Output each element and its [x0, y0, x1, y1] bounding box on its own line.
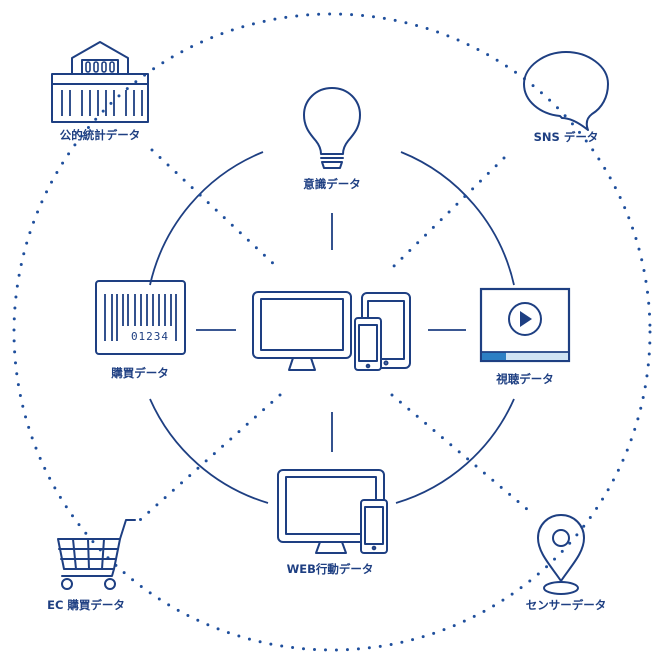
speech-bubble-icon: [523, 51, 609, 131]
sensor-label: センサーデータ: [526, 598, 607, 612]
shichou-node: 視聴データ: [479, 287, 571, 386]
barcode-digits: 01234: [131, 330, 169, 343]
sns-node: SNS データ: [523, 51, 609, 144]
koteki-label: 公的統計データ: [60, 128, 141, 142]
lightbulb-icon: [303, 87, 361, 169]
ec-node: EC 購買データ: [47, 519, 136, 612]
monitor-phone-icon: [277, 469, 388, 554]
government-building-icon: [51, 41, 149, 123]
shopping-cart-icon: [57, 519, 136, 590]
koteki-node: 公的統計データ: [51, 41, 149, 142]
web-label: WEB行動データ: [287, 562, 374, 576]
inner-ring: [149, 151, 515, 504]
kounyu-label: 購買データ: [110, 366, 169, 380]
web-node: WEB行動データ: [277, 469, 388, 576]
barcode-icon: 01234: [95, 280, 186, 355]
map-pin-icon: [537, 514, 585, 595]
ec-label: EC 購買データ: [47, 598, 125, 612]
video-player-icon: [479, 287, 571, 363]
ishiki-node: 意識データ: [303, 87, 361, 191]
devices-icon: [252, 291, 411, 371]
ishiki-label: 意識データ: [303, 177, 361, 191]
sns-label: SNS データ: [534, 130, 599, 144]
kounyu-node: 01234 購買データ: [95, 280, 186, 380]
center-connectors: [196, 213, 466, 452]
sensor-node: センサーデータ: [526, 514, 607, 612]
shichou-label: 視聴データ: [495, 372, 554, 386]
dotted-diagonals: [138, 148, 530, 522]
outer-dotted-ring: [12, 12, 652, 652]
